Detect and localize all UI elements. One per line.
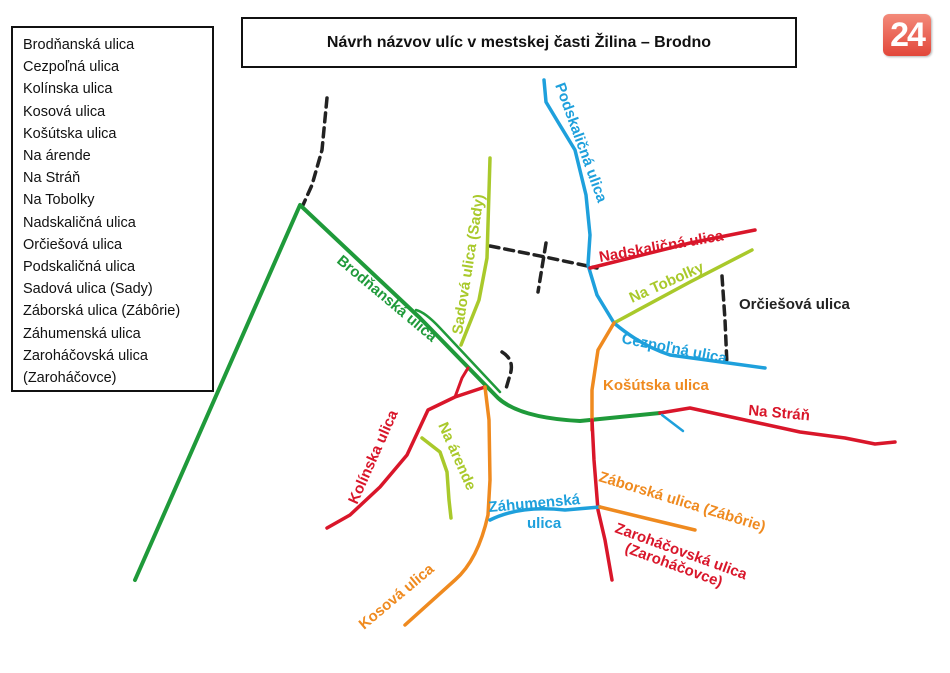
- street-nadskalicna: [588, 228, 757, 270]
- street-zahumenska: [488, 505, 602, 522]
- label-nadskalicna: Nadskaličná ulica: [598, 227, 726, 266]
- logo-24: 24: [883, 14, 931, 56]
- label-zahumenska-line1: Záhumenská: [488, 491, 581, 516]
- legend-item: Cezpoľná ulica: [23, 59, 120, 76]
- street-na-stran: [658, 406, 897, 446]
- street-sadova: [459, 156, 492, 347]
- legend-item: Kosová ulica: [23, 103, 106, 120]
- street-brodnanska: [133, 203, 662, 582]
- street-brodnanska-parallel: [414, 308, 502, 394]
- legend-item: Záborská ulica (Zábôrie): [23, 303, 181, 320]
- legend-item: Sadová ulica (Sady): [23, 281, 153, 298]
- legend-item: Zaroháčovská ulica: [23, 347, 148, 364]
- legend-item: (Zaroháčovce): [23, 370, 117, 387]
- label-na-tobolky: Na Tobolky: [627, 258, 707, 306]
- label-zahumenska-line2: ulica: [527, 515, 562, 532]
- label-kosova: Kosová ulica: [356, 560, 438, 633]
- street-kosova: [403, 385, 492, 627]
- street-cezpolna: [612, 321, 767, 370]
- street-zaborska: [598, 505, 697, 532]
- dashed-connector-sadova: [488, 244, 599, 270]
- legend-item: Košútska ulica: [23, 125, 117, 142]
- label-kosutska: Košútska ulica: [603, 377, 710, 394]
- legend-item: Brodňanská ulica: [23, 37, 135, 53]
- legend-item: Na Tobolky: [23, 192, 95, 209]
- legend-item: Na árende: [23, 148, 91, 165]
- dashed-connector-orciesova: [720, 274, 729, 367]
- street-kolinska-spur: [453, 366, 470, 399]
- label-orciesova: Orčiešová ulica: [739, 296, 851, 313]
- dashed-connector-north: [301, 96, 329, 207]
- legend-item: Orčiešová ulica: [23, 236, 123, 253]
- dashed-connector-cross: [536, 241, 548, 294]
- label-podskalicna: Podskaličná ulica: [551, 81, 610, 206]
- label-cezpolna: Cezpoľná ulica: [620, 330, 729, 367]
- legend-item: Kolínska ulica: [23, 81, 113, 98]
- street-podskalicna: [542, 78, 616, 325]
- map-title: Návrh názvov ulíc v mestskej časti Žilin…: [241, 17, 797, 68]
- label-brodnanska: Brodňanská ulica: [333, 252, 440, 346]
- legend-item: Podskaličná ulica: [23, 259, 136, 276]
- street-main-spine: [590, 418, 614, 582]
- legend-item: Záhumenská ulica: [23, 325, 141, 342]
- street-na-stran-spur: [660, 413, 685, 433]
- dashed-connector-hook: [500, 350, 514, 394]
- street-na-arende: [420, 436, 453, 520]
- legend-item: Nadskaličná ulica: [23, 214, 136, 231]
- label-na-stran: Na Stráň: [748, 402, 811, 424]
- label-sadova: Sadová ulica (Sady): [449, 193, 488, 336]
- street-kosutska: [590, 321, 616, 432]
- legend-item: Na Stráň: [23, 170, 81, 187]
- street-na-tobolky: [612, 248, 754, 325]
